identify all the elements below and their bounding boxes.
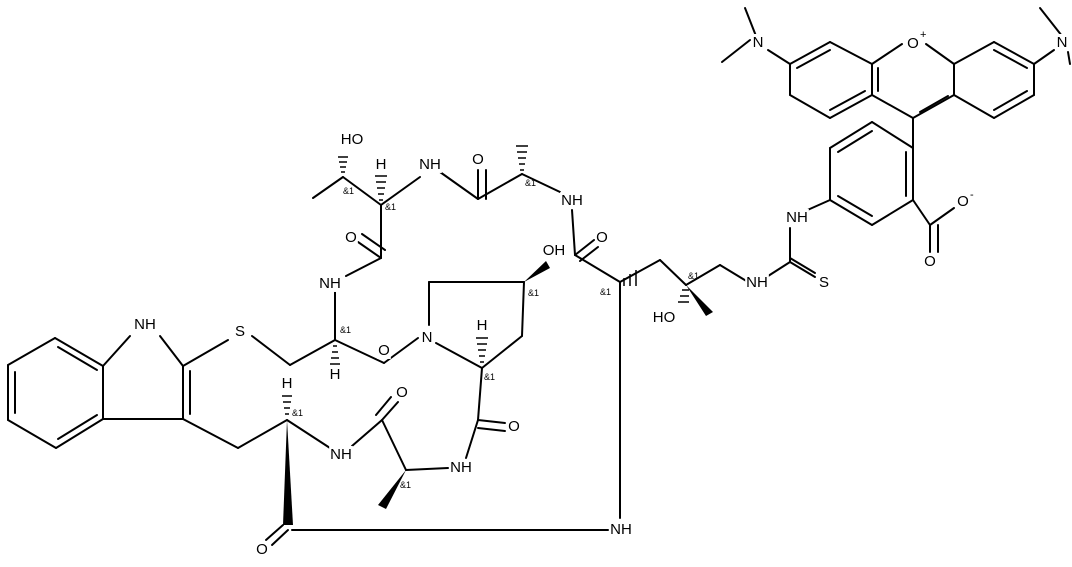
label-knockout	[785, 208, 809, 226]
label-knockout	[906, 34, 920, 52]
label-h-hyp: H	[477, 317, 488, 334]
label-n-dimethyl-left: N	[753, 34, 764, 51]
stereo-ala1: &1	[400, 480, 411, 490]
label-o-carboxylate-minus: O	[957, 193, 969, 210]
stereo-side-ch: &1	[600, 287, 611, 297]
label-nh-macro: NH	[610, 521, 632, 538]
label-knockout	[328, 365, 342, 383]
label-s-thiourea: S	[819, 274, 829, 291]
charge-pyrylium: +	[920, 29, 926, 41]
label-n-dimethyl-right: N	[1057, 34, 1068, 51]
label-knockout	[541, 241, 567, 259]
label-knockout	[395, 383, 409, 401]
label-knockout	[280, 374, 294, 392]
label-knockout	[233, 322, 247, 340]
label-h-cys: H	[330, 366, 341, 383]
label-knockout	[609, 520, 633, 538]
label-s-thioether: S	[235, 323, 245, 340]
label-knockout	[133, 315, 157, 333]
label-h-trp: H	[282, 375, 293, 392]
stereo-hyp-alpha: &1	[484, 372, 495, 382]
stereo-thr-beta: &1	[343, 186, 354, 196]
label-knockout	[751, 33, 765, 51]
label-nh-ala2: NH	[561, 192, 583, 209]
label-knockout	[595, 228, 609, 246]
label-o-pyrylium: O	[907, 35, 919, 52]
label-knockout	[420, 328, 434, 346]
label-knockout	[475, 316, 489, 334]
stereo-side-quaternary: &1	[688, 271, 699, 281]
label-o-thr: O	[345, 229, 357, 246]
label-knockout	[418, 155, 442, 173]
label-knockout	[817, 273, 831, 291]
label-knockout	[745, 273, 769, 291]
label-nh-indole: NH	[134, 316, 156, 333]
label-o-side: O	[596, 229, 608, 246]
stereo-ala2: &1	[525, 178, 536, 188]
label-knockout	[1055, 33, 1069, 51]
label-nh-thr-ala: NH	[419, 156, 441, 173]
label-nh-thiourea-left: NH	[746, 274, 768, 291]
stereo-cys: &1	[340, 325, 351, 335]
label-nh-trp-ala: NH	[330, 446, 352, 463]
label-knockout	[374, 155, 388, 173]
label-o-hyp: O	[508, 418, 520, 435]
label-knockout	[318, 274, 342, 292]
stereo-bonds	[282, 145, 713, 525]
label-n-pro: N	[422, 329, 433, 346]
label-h-thr: H	[376, 156, 387, 173]
label-knockout	[923, 252, 937, 270]
label-knockout	[507, 417, 521, 435]
label-o-cys: O	[378, 342, 390, 359]
label-knockout	[651, 308, 677, 326]
charge-carboxylate: -	[970, 189, 974, 201]
label-knockout	[329, 445, 353, 463]
label-o-ala1: O	[396, 384, 408, 401]
label-nh-thiourea-right: NH	[786, 209, 808, 226]
bond-lines	[7, 7, 1071, 546]
label-knockout	[344, 228, 358, 246]
stereo-trp: &1	[292, 408, 303, 418]
stereo-markers: &1 &1 &1 &1 &1 &1 &1 &1 &1 &1	[292, 178, 699, 490]
atom-labels: NH S O NH O NH O N OH O NH O HO NH O NH …	[133, 29, 1069, 558]
label-o-carboxylate-double: O	[924, 253, 936, 270]
label-knockout	[377, 341, 391, 359]
label-knockout	[956, 192, 970, 210]
label-oh-side: HO	[653, 309, 676, 326]
label-knockout	[449, 458, 473, 476]
label-oh-thr: HO	[341, 131, 364, 148]
label-o-carbonyl-bottom: O	[256, 541, 268, 558]
label-nh-cys: NH	[319, 275, 341, 292]
label-knockout	[339, 130, 365, 148]
label-knockout	[255, 540, 269, 558]
label-o-ala2: O	[472, 151, 484, 168]
label-knockout	[471, 150, 485, 168]
label-oh-hyp: OH	[543, 242, 566, 259]
label-knockout	[560, 191, 584, 209]
stereo-hyp-oh: &1	[528, 288, 539, 298]
stereo-thr-alpha: &1	[385, 202, 396, 212]
label-nh-ala-hyp: NH	[450, 459, 472, 476]
